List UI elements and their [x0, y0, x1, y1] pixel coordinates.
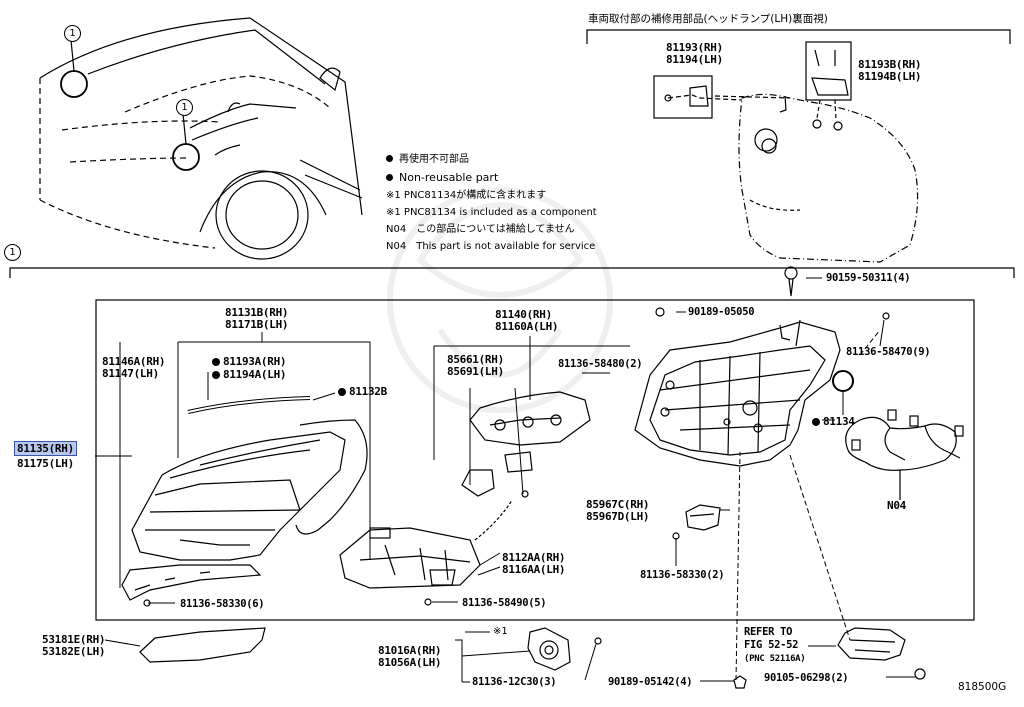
- non-reusable-dot-icon: [812, 418, 820, 426]
- callout-circle-1-top: 1: [64, 25, 81, 42]
- lens-cover-53181e: [139, 627, 266, 663]
- label-85967c-rh[interactable]: 85967C(RH): [586, 498, 650, 511]
- watermark: [387, 187, 613, 413]
- label-text: 81194A(LH): [223, 368, 287, 381]
- headlamp-lens: [131, 396, 368, 561]
- label-90105-06298[interactable]: 90105-06298(2): [764, 672, 849, 684]
- label-81136-58330-2[interactable]: 81136-58330(2): [640, 569, 725, 581]
- header-jp-text: 車両取付部の補修用部品(ヘッドランプ(LH)裏面視): [588, 13, 828, 25]
- callout-circle-1-mid: 1: [176, 99, 193, 116]
- note1-jp: ※1 PNC81134が構成に含まれます: [386, 190, 547, 201]
- bottom-bracket-right: [837, 627, 926, 680]
- legend-en-text: Non-reusable part: [399, 171, 499, 184]
- legend-en: Non-reusable part: [386, 172, 498, 184]
- label-81131b-rh[interactable]: 81131B(RH): [225, 306, 289, 319]
- label-81132b[interactable]: 81132B: [338, 386, 387, 398]
- label-81136-58330-6[interactable]: 81136-58330(6): [180, 598, 265, 610]
- o-ring: [832, 370, 854, 392]
- label-text: 81134: [823, 415, 855, 428]
- label-8112aa-rh[interactable]: 8112AA(RH): [502, 551, 566, 564]
- label-90159-50311[interactable]: 90159-50311(4): [826, 272, 911, 284]
- legend-jp: 再使用不可部品: [386, 154, 469, 166]
- assembly-frame: [95, 299, 975, 621]
- n04-en: N04 This part is not available for servi…: [386, 241, 596, 252]
- label-81016a-rh[interactable]: 81016A(RH): [378, 644, 442, 657]
- label-85661-rh[interactable]: 85661(RH): [447, 353, 504, 366]
- lamp-bracket: [121, 564, 262, 601]
- label-81193a-rh[interactable]: 81193A(RH): [212, 355, 287, 368]
- non-reusable-dot-icon: [338, 388, 346, 396]
- reflector-illustration: [461, 391, 591, 498]
- label-81136-58480[interactable]: 81136-58480(2): [558, 358, 643, 370]
- ecu-module: [685, 504, 721, 531]
- label-n04[interactable]: N04: [887, 499, 906, 512]
- wire-harness: [845, 409, 964, 500]
- refer-to-text: REFER TO: [744, 626, 793, 638]
- label-81175-lh[interactable]: 81175(LH): [17, 457, 74, 470]
- label-8116aa-lh[interactable]: 8116AA(LH): [502, 563, 566, 576]
- label-81171b-lh[interactable]: 81171B(LH): [225, 318, 289, 331]
- label-81160a-lh[interactable]: 81160A(LH): [495, 320, 559, 333]
- adapter-81016a: [527, 627, 602, 671]
- label-81193-rh[interactable]: 81193(RH): [666, 41, 723, 54]
- pnc-reference: (PNC 52116A): [744, 654, 806, 664]
- non-reusable-dot-icon: [212, 371, 220, 379]
- legend-jp-text: 再使用不可部品: [399, 154, 469, 165]
- label-90189-05050[interactable]: 90189-05050: [688, 306, 755, 318]
- label-81136-58470[interactable]: 81136-58470(9): [846, 346, 931, 358]
- label-81194-lh[interactable]: 81194(LH): [666, 53, 723, 66]
- lamp-housing: [634, 319, 841, 467]
- diagram-id: 818500G: [958, 681, 1007, 693]
- label-90189-05142[interactable]: 90189-05142(4): [608, 676, 693, 688]
- label-81135-rh[interactable]: 81135(RH): [14, 441, 77, 456]
- label-text: 81193A(RH): [223, 355, 287, 368]
- fig-reference-link[interactable]: FIG 52-52: [744, 639, 799, 651]
- label-81194a-lh[interactable]: 81194A(LH): [212, 368, 287, 381]
- label-star1: ※1: [493, 626, 508, 637]
- label-81146a-rh[interactable]: 81146A(RH): [102, 355, 166, 368]
- section-bracket: [9, 267, 1015, 278]
- label-81056a-lh[interactable]: 81056A(LH): [378, 656, 442, 669]
- label-81147-lh[interactable]: 81147(LH): [102, 367, 159, 380]
- label-81136-12c30[interactable]: 81136-12C30(3): [472, 676, 557, 688]
- top-right-illustration: [586, 29, 1011, 263]
- label-53181e-rh[interactable]: 53181E(RH): [42, 633, 106, 646]
- bullet-icon: [386, 155, 393, 162]
- label-81136-58490[interactable]: 81136-58490(5): [462, 597, 547, 609]
- label-85967d-lh[interactable]: 85967D(LH): [586, 510, 650, 523]
- label-81134[interactable]: 81134: [812, 416, 855, 428]
- label-81194b-lh[interactable]: 81194B(LH): [858, 70, 922, 83]
- label-85691-lh[interactable]: 85691(LH): [447, 365, 504, 378]
- n04-jp: N04 この部品については補給してません: [386, 224, 575, 235]
- non-reusable-dot-icon: [212, 358, 220, 366]
- label-53182e-lh[interactable]: 53182E(LH): [42, 645, 106, 658]
- car-front-illustration: [39, 17, 363, 260]
- led-module: [339, 499, 513, 606]
- label-text: 81132B: [349, 385, 387, 398]
- note1-en: ※1 PNC81134 is included as a component: [386, 207, 597, 218]
- callout-circle-1-section: 1: [4, 244, 21, 261]
- highlighted-part-number: 81135(RH): [14, 441, 77, 456]
- label-81193b-rh[interactable]: 81193B(RH): [858, 58, 922, 71]
- bullet-icon: [386, 174, 393, 181]
- label-81140-rh[interactable]: 81140(RH): [495, 308, 552, 321]
